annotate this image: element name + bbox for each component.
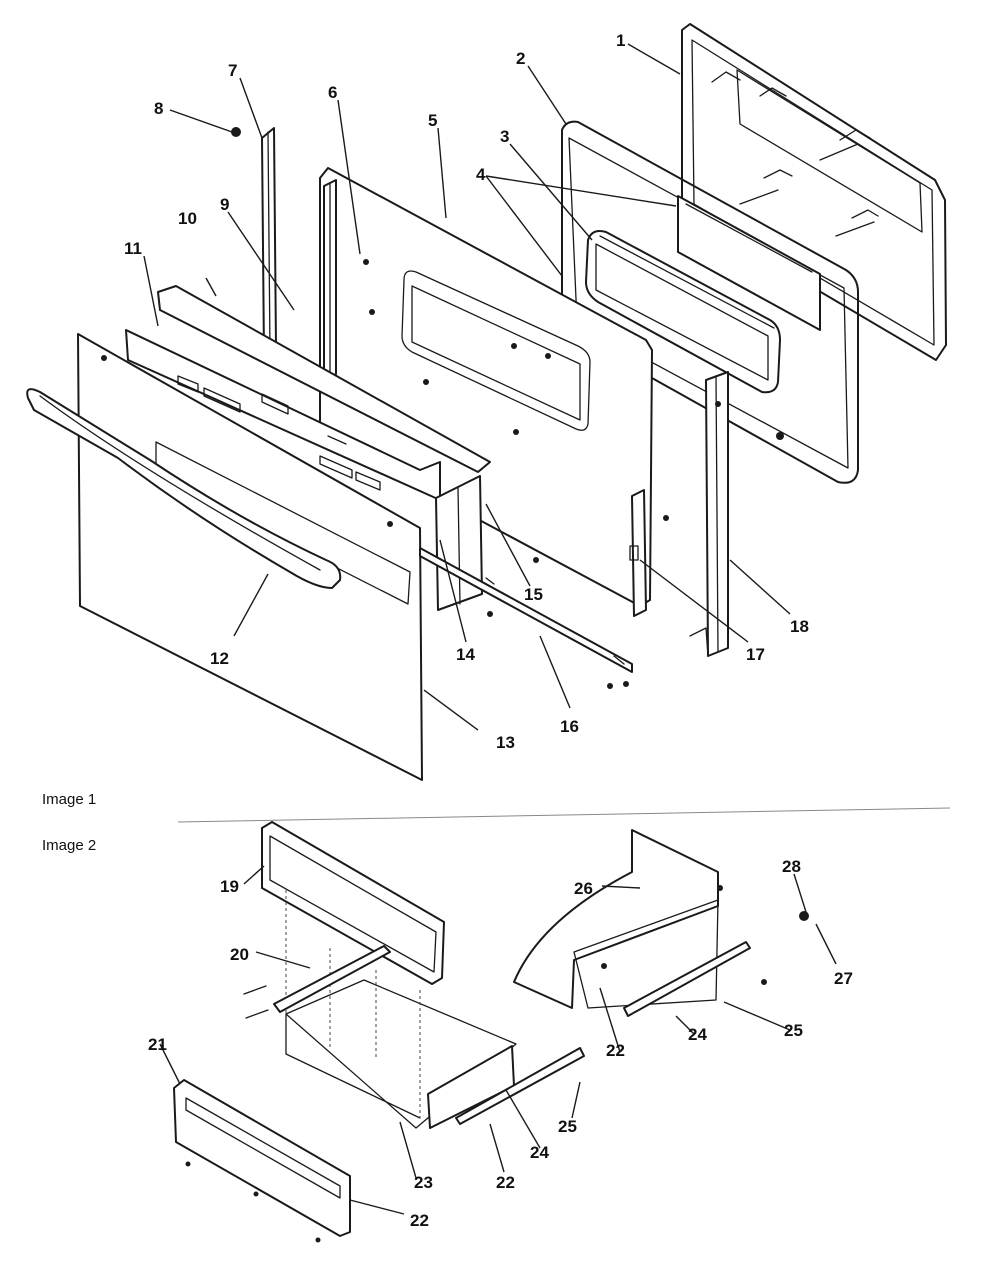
callout-20: 20: [230, 945, 249, 964]
part-19-back-panel: [261, 821, 445, 985]
section-label-image-2: Image 2: [42, 837, 96, 854]
part-8-screw: [231, 127, 241, 137]
callout-28: 28: [782, 857, 801, 876]
oven-door-assembly: [26, 23, 947, 781]
part-24-right-slide: [427, 1045, 585, 1129]
callout-25-b: 25: [784, 1021, 803, 1040]
part-7-side-trim: [261, 127, 277, 357]
callout-3: 3: [500, 127, 509, 146]
callout-27: 27: [834, 969, 853, 988]
drawer-assembly: [159, 821, 837, 1243]
callout-2: 2: [516, 49, 525, 68]
callout-6: 6: [328, 83, 337, 102]
leaders-image-1: [143, 43, 791, 731]
callout-8: 8: [154, 99, 163, 118]
part-11-vent-trim: [125, 285, 491, 501]
callout-4: 4: [476, 165, 486, 184]
callout-22: 22: [410, 1211, 429, 1230]
callout-12: 12: [210, 649, 229, 668]
callout-22-c: 22: [606, 1041, 625, 1060]
callout-25: 25: [558, 1117, 577, 1136]
callout-19: 19: [220, 877, 239, 896]
part-20-slide: [243, 945, 391, 1019]
part-4-glass: [677, 195, 821, 331]
part-3-window-frame: [585, 230, 781, 394]
callout-5: 5: [428, 111, 437, 130]
callout-24-b: 24: [688, 1025, 707, 1044]
part-18-side-trim: [689, 371, 784, 657]
callout-14: 14: [456, 645, 475, 664]
part-26-side-panel: [513, 829, 809, 1017]
part-14-bottom-channel: [435, 475, 483, 611]
callout-21: 21: [148, 1035, 167, 1054]
part-6-channel: [323, 179, 337, 381]
callout-26: 26: [574, 879, 593, 898]
callout-22-b: 22: [496, 1173, 515, 1192]
callout-13: 13: [496, 733, 515, 752]
callout-11: 11: [124, 239, 142, 258]
callout-24: 24: [530, 1143, 549, 1162]
callout-9: 9: [220, 195, 229, 214]
drawer-body: [285, 890, 517, 1129]
callout-15: 15: [524, 585, 543, 604]
part-16-bottom-rail: [419, 547, 633, 689]
callout-16: 16: [560, 717, 579, 736]
callout-23: 23: [414, 1173, 433, 1192]
callout-7: 7: [228, 61, 237, 80]
section-divider: [177, 807, 951, 823]
part-17-hinge-bracket: [629, 489, 647, 617]
part-12-handle: [26, 355, 393, 589]
section-label-image-1: Image 1: [42, 791, 96, 808]
callout-1: 1: [616, 31, 625, 50]
leaders-image-2: [159, 865, 837, 1215]
part-21-drawer-front: [173, 1079, 351, 1243]
callout-10: 10: [178, 209, 197, 228]
callout-18: 18: [790, 617, 809, 636]
callout-17: 17: [746, 645, 765, 664]
